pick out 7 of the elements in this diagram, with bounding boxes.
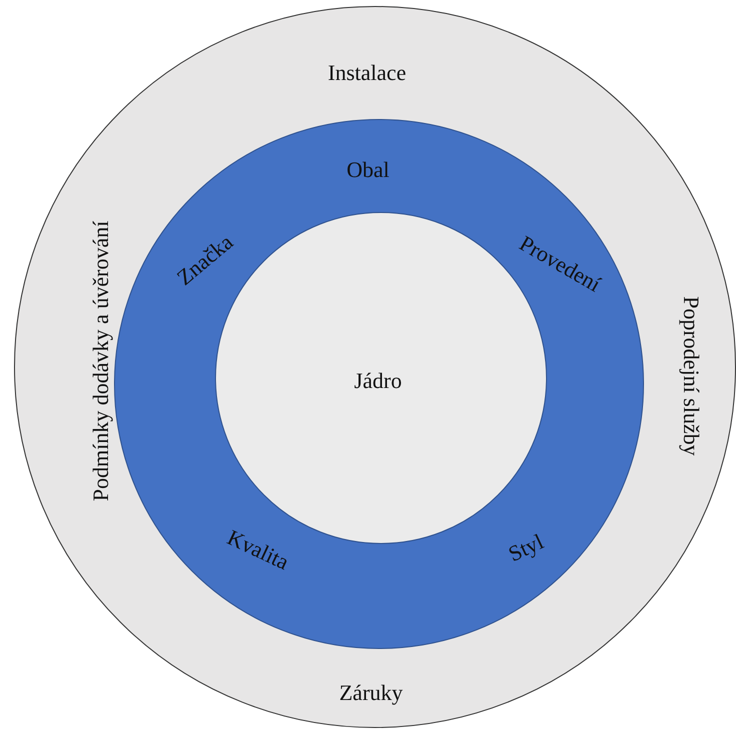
ring-label: Podmínky dodávky a úvěrování (90, 220, 112, 502)
ring-label: Instalace (328, 62, 406, 84)
ring-label: Poprodejní služby (680, 296, 702, 456)
ring-label: Jádro (354, 370, 402, 392)
ring-label: Obal (346, 159, 390, 181)
ring-label: Styl (505, 530, 547, 566)
ring-label: Záruky (339, 682, 403, 704)
